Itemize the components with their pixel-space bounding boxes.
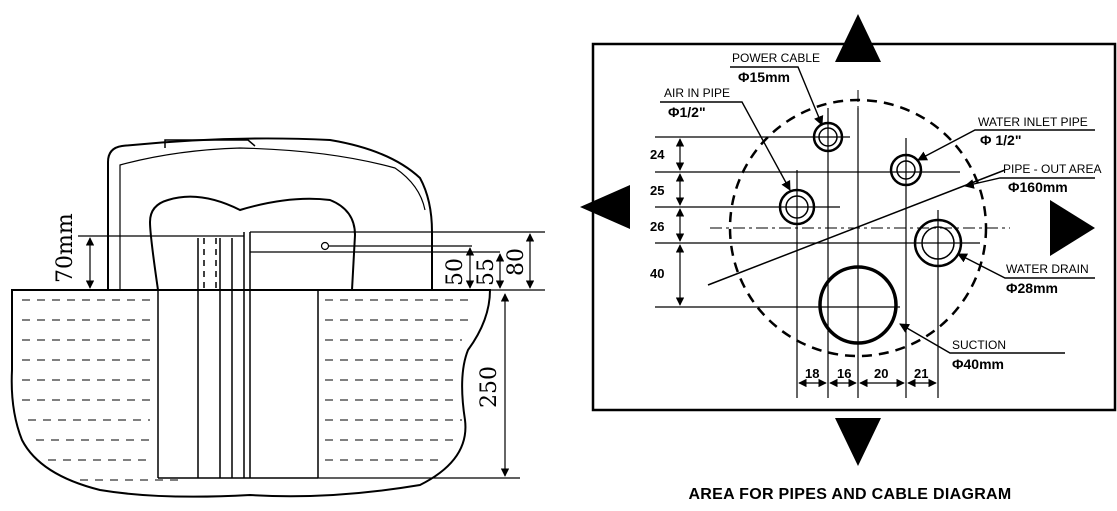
air-in-pipe-size: Φ1/2" (668, 104, 706, 120)
pump-housing (107, 137, 433, 290)
water-drain-size: Φ28mm (1006, 280, 1058, 296)
north-marker (835, 14, 881, 62)
h-spacing-21: 21 (914, 366, 928, 381)
water-inlet-pipe-label: WATER INLET PIPE (978, 115, 1088, 129)
power-cable-size: Φ15mm (738, 69, 790, 85)
h-spacing-18: 18 (805, 366, 819, 381)
pipe-out-diagonal (707, 169, 1006, 286)
power-cable-hole (812, 121, 844, 153)
dim-70mm: 70mm (53, 213, 78, 283)
submerged-pipes (157, 232, 319, 479)
water-drain-label: WATER DRAIN (1006, 262, 1089, 276)
callout-leaders (660, 66, 1095, 354)
diagram-caption: AREA FOR PIPES AND CABLE DIAGRAM (688, 486, 1012, 503)
side-view: 70mm 50 55 80 250 (10, 137, 545, 498)
v-spacing-25: 25 (650, 183, 664, 198)
dim-80: 80 (504, 248, 529, 276)
sensor-port (320, 241, 330, 251)
water-drain-hole (913, 218, 963, 268)
tank-outline (10, 289, 492, 498)
water-hatching (22, 299, 470, 481)
compass (580, 14, 1095, 466)
air-in-pipe-label: AIR IN PIPE (664, 86, 730, 100)
west-label: W (600, 195, 621, 220)
v-spacing-26: 26 (650, 219, 664, 234)
v-spacing-24: 24 (650, 147, 665, 162)
pump-arch (148, 195, 357, 291)
top-view: N S W E (580, 14, 1117, 466)
north-label: N (849, 38, 865, 63)
pump-cap (164, 139, 256, 148)
pipe-openings (778, 121, 963, 345)
water-inlet-pipe-size: Φ 1/2" (980, 132, 1021, 148)
h-spacing-20: 20 (874, 366, 888, 381)
power-cable-label: POWER CABLE (732, 51, 820, 65)
west-marker (580, 185, 630, 229)
dim-55: 55 (474, 258, 499, 286)
side-dimensions (78, 231, 545, 479)
east-marker (1050, 200, 1095, 256)
south-label: S (851, 422, 866, 447)
pump-housing-inner (119, 147, 426, 290)
suction-hole (818, 265, 898, 345)
water-inlet-hole (889, 153, 923, 187)
pipe-out-area-label: PIPE - OUT AREA (1003, 162, 1101, 176)
air-in-hole (778, 188, 816, 226)
dim-250: 250 (477, 366, 502, 408)
suction-label: SUCTION (952, 338, 1006, 352)
v-spacing-40: 40 (650, 266, 664, 281)
suction-size: Φ40mm (952, 356, 1004, 372)
east-label: E (1052, 216, 1067, 241)
south-marker (835, 418, 881, 466)
side-dimension-labels: 70mm 50 55 80 250 (53, 213, 529, 408)
h-spacing-16: 16 (837, 366, 851, 381)
pipe-out-area-size: Φ160mm (1008, 179, 1068, 195)
dim-50: 50 (443, 258, 468, 286)
